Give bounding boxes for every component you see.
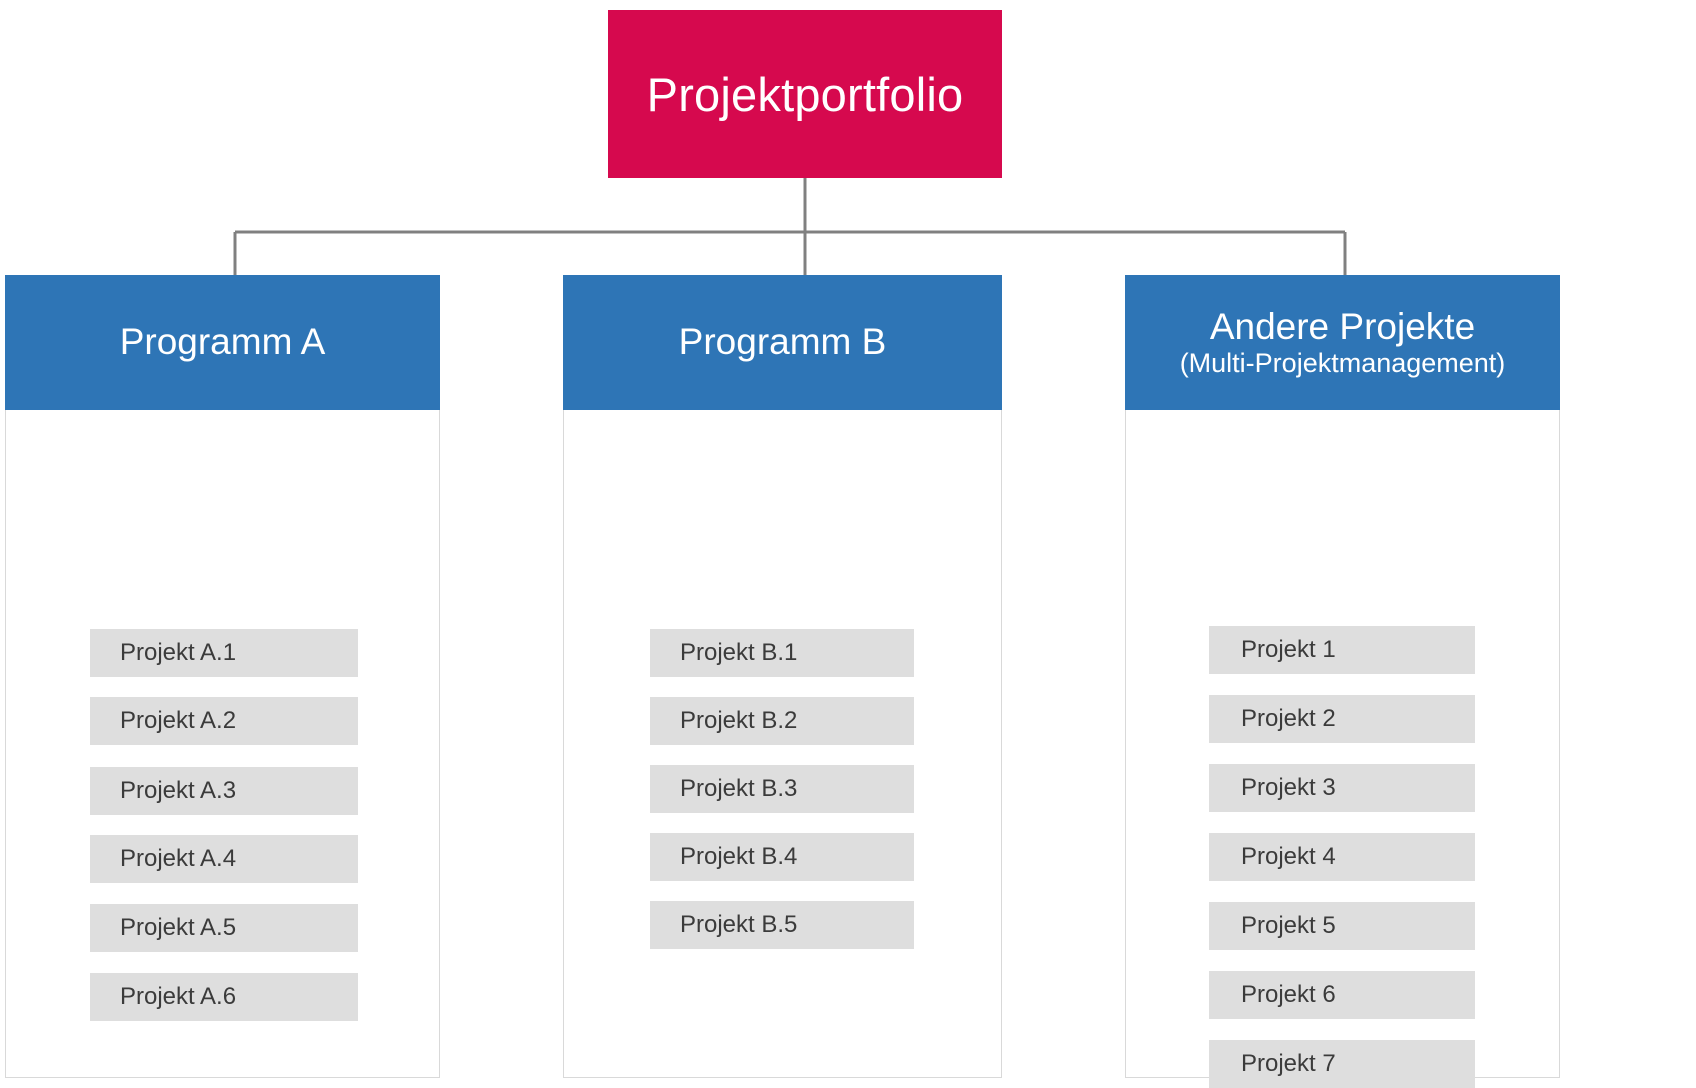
project-label: Projekt A.6 [120,983,237,1010]
project-box-c3[interactable]: Projekt 3 [1209,764,1475,812]
project-label: Projekt B.4 [680,843,798,870]
column-body-programm-b: Projekt B.1 Projekt B.2 Projekt B.3 Proj… [563,410,1002,1078]
column-title-andere-projekte: Andere Projekte [1209,305,1476,347]
column-body-andere-projekte: Projekt 1 Projekt 2 Projekt 3 Projekt 4 … [1125,410,1560,1088]
project-box-c5[interactable]: Projekt 5 [1209,902,1475,950]
project-box-b4[interactable]: Projekt B.4 [650,833,914,881]
project-label: Projekt 1 [1241,636,1336,663]
project-box-b1[interactable]: Projekt B.1 [650,629,914,677]
project-label: Projekt A.4 [120,845,237,872]
project-box-a6[interactable]: Projekt A.6 [90,973,358,1021]
project-box-c6[interactable]: Projekt 6 [1209,971,1475,1019]
column-programm-b: Programm B Projekt B.1 Projekt B.2 Proje… [563,275,1002,1078]
project-box-b2[interactable]: Projekt B.2 [650,697,914,745]
project-label: Projekt B.5 [680,911,798,938]
project-box-a1[interactable]: Projekt A.1 [90,629,358,677]
project-box-c1[interactable]: Projekt 1 [1209,626,1475,674]
project-box-b5[interactable]: Projekt B.5 [650,901,914,949]
project-label: Projekt 2 [1241,705,1336,732]
project-label: Projekt 6 [1241,981,1336,1008]
project-label: Projekt 7 [1241,1050,1336,1077]
project-box-b3[interactable]: Projekt B.3 [650,765,914,813]
project-box-c7[interactable]: Projekt 7 [1209,1040,1475,1088]
project-label: Projekt 3 [1241,774,1336,801]
project-label: Projekt 5 [1241,912,1336,939]
project-label: Projekt B.3 [680,775,798,802]
column-programm-a: Programm A Projekt A.1 Projekt A.2 Proje… [5,275,440,1078]
column-header-programm-b[interactable]: Programm B [563,275,1002,410]
project-label: Projekt 4 [1241,843,1336,870]
project-box-a3[interactable]: Projekt A.3 [90,767,358,815]
project-box-a4[interactable]: Projekt A.4 [90,835,358,883]
column-header-programm-a[interactable]: Programm A [5,275,440,410]
project-label: Projekt A.1 [120,639,237,666]
project-label: Projekt A.5 [120,914,237,941]
project-label: Projekt B.1 [680,639,798,666]
project-label: Projekt A.2 [120,707,237,734]
project-label: Projekt A.3 [120,777,237,804]
column-andere-projekte: Andere Projekte (Multi-Projektmanagement… [1125,275,1560,1088]
project-box-a5[interactable]: Projekt A.5 [90,904,358,952]
column-body-programm-a: Projekt A.1 Projekt A.2 Projekt A.3 Proj… [5,410,440,1078]
column-header-andere-projekte[interactable]: Andere Projekte (Multi-Projektmanagement… [1125,275,1560,410]
project-box-c2[interactable]: Projekt 2 [1209,695,1475,743]
column-title-programm-b: Programm B [678,321,887,363]
project-box-a2[interactable]: Projekt A.2 [90,697,358,745]
column-title-programm-a: Programm A [119,321,326,363]
root-node-projektportfolio[interactable]: Projektportfolio [608,10,1002,178]
root-node-label: Projektportfolio [646,67,964,121]
column-subtitle-andere-projekte: (Multi-Projektmanagement) [1179,348,1506,379]
project-label: Projekt B.2 [680,707,798,734]
project-box-c4[interactable]: Projekt 4 [1209,833,1475,881]
